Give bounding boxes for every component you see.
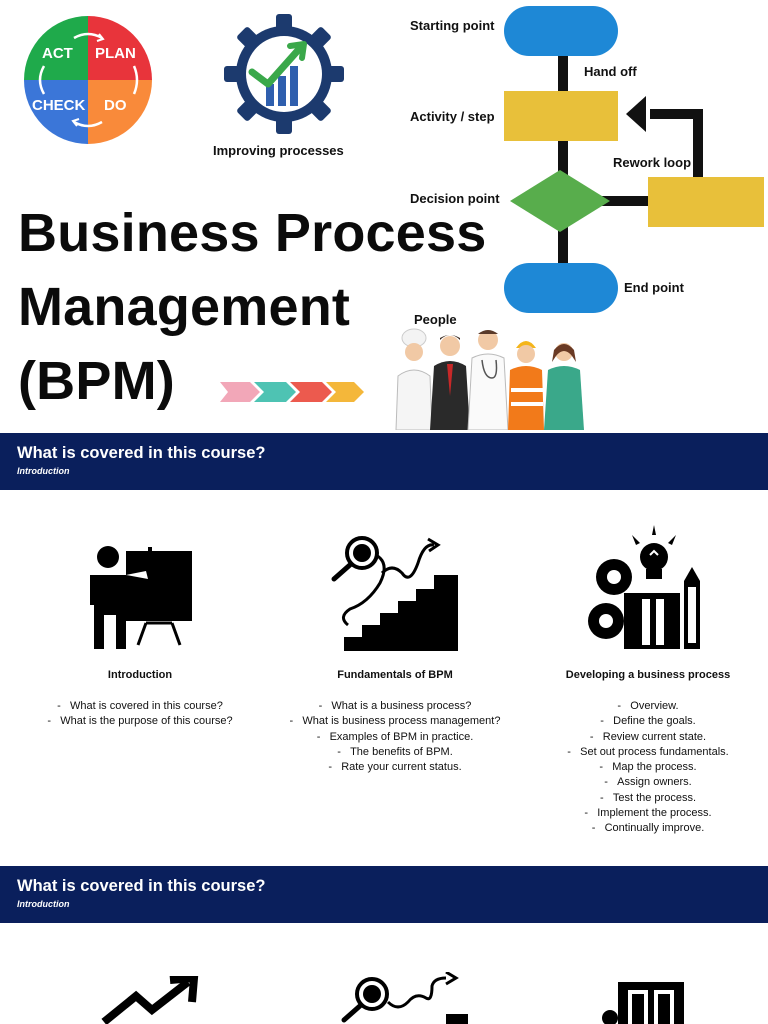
list-item: - Define the goals. <box>600 715 696 728</box>
column-title: Fundamentals of BPM <box>337 669 453 681</box>
flow-hand-off-label: Hand off <box>584 64 637 79</box>
workers-group-icon <box>395 328 584 430</box>
list-item: - The benefits of BPM. <box>337 745 453 758</box>
pdca-act-label: ACT <box>42 45 73 62</box>
list-item: - Map the process. <box>599 761 697 774</box>
start-terminal <box>504 6 618 56</box>
title-line-3: (BPM) <box>18 351 175 411</box>
course-column-introduction: Introduction - What is covered in this c… <box>15 669 265 730</box>
course-column-fundamentals: Fundamentals of BPM - What is a business… <box>270 669 520 775</box>
list-item: - Test the process. <box>600 791 696 804</box>
column-title: Introduction <box>107 669 173 681</box>
activity-box <box>504 91 618 141</box>
flow-starting-point-label: Starting point <box>410 18 495 33</box>
presenter-board-icon <box>90 546 192 649</box>
flow-end-point-label: End point <box>624 280 684 295</box>
list-item: - Continually improve. <box>591 822 705 835</box>
list-item: - Review current state. <box>589 730 707 743</box>
list-item: - Set out process fundamentals. <box>567 745 729 758</box>
flow-rework-loop-label: Rework loop <box>613 155 692 170</box>
people-label: People <box>414 312 457 327</box>
title-line-1: Business Process <box>18 203 487 263</box>
door-panel-icon <box>602 982 684 1024</box>
section-header-2: What is covered in this course? Introduc… <box>0 866 768 923</box>
list-item: - Rate your current status. <box>328 761 462 774</box>
list-item: - Assign owners. <box>604 776 692 789</box>
title-line-2: Management <box>18 277 351 337</box>
trend-up-icon <box>101 976 199 1024</box>
pdca-check-label: CHECK <box>32 97 86 114</box>
column-item-list: - Overview. - Define the goals. - Review… <box>523 699 768 837</box>
gear-caption: Improving processes <box>213 143 344 158</box>
section-subheading: Introduction <box>17 899 70 909</box>
page-title: Business Process Management (BPM) <box>18 196 486 418</box>
section-subheading: Introduction <box>17 466 70 476</box>
section-header-1: What is covered in this course? Introduc… <box>0 433 768 490</box>
flow-activity-label: Activity / step <box>410 109 495 124</box>
pdca-plan-label: PLAN <box>95 45 136 62</box>
list-item: - What is a business process? <box>318 700 472 712</box>
section-heading: What is covered in this course? <box>17 877 266 895</box>
flow-decision-label: Decision point <box>410 191 500 206</box>
list-item: - What is business process management? <box>289 715 501 728</box>
pdca-cycle-icon <box>24 16 152 144</box>
list-item: - What is covered in this course? <box>57 700 223 712</box>
gears-bulb-icon <box>588 525 700 649</box>
gear-growth-icon <box>224 14 344 134</box>
end-terminal <box>504 263 618 313</box>
course-column-developing: Developing a business process - Overview… <box>523 669 768 837</box>
list-item: - Examples of BPM in practice. <box>316 730 474 743</box>
column-item-list: - What is a business process? - What is … <box>270 699 520 775</box>
magnifier-stairs-icon <box>331 536 458 651</box>
pdca-do-label: DO <box>104 97 127 114</box>
list-item: - What is the purpose of this course? <box>47 715 233 728</box>
magnifier-path-icon <box>341 972 468 1024</box>
list-item: - Implement the process. <box>584 807 712 820</box>
process-flowchart <box>504 6 764 313</box>
process-chevrons-icon <box>220 382 364 402</box>
column-title: Developing a business process <box>565 669 731 681</box>
section-heading: What is covered in this course? <box>17 444 266 462</box>
list-item: - Overview. <box>617 700 679 712</box>
decision-diamond <box>510 170 610 232</box>
column-item-list: - What is covered in this course? - What… <box>15 699 265 730</box>
rework-box <box>648 177 764 227</box>
